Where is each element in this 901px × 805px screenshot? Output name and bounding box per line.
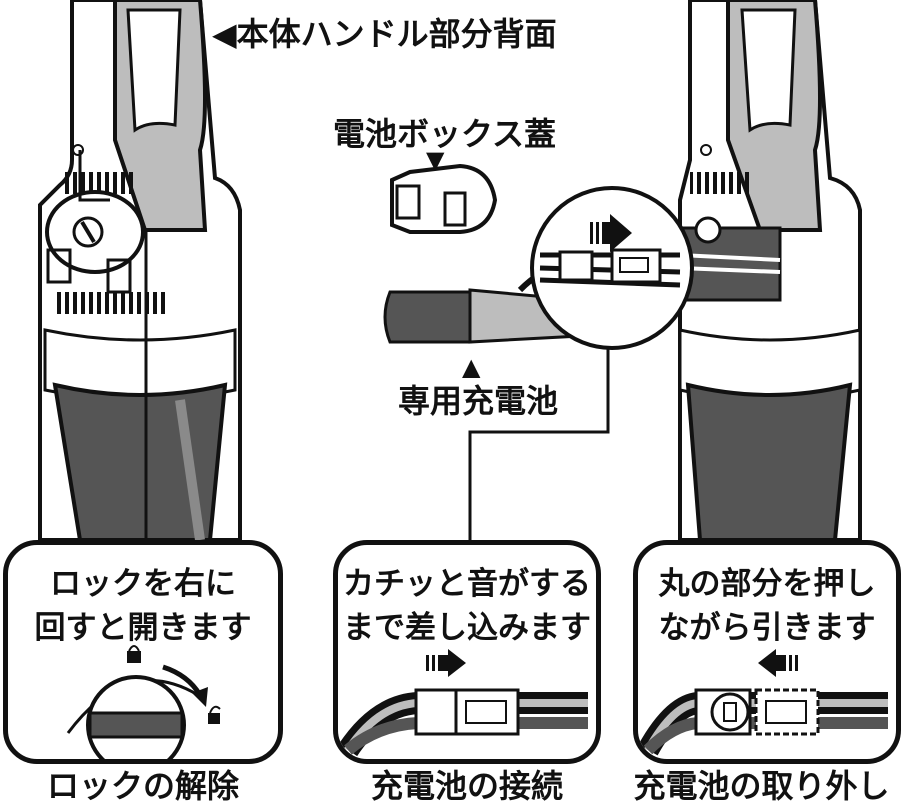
remove-arrow-icon [758,649,798,677]
panel-battery-connect: カチッと音がする まで差し込みます [333,540,601,764]
leader-lines [468,348,610,545]
lock-open-icon [208,705,221,724]
battery-cover-arrow: ▼ [426,146,445,174]
panel-lock-release: ロックを右に 回すと開きます [3,540,283,764]
lock-closed-icon [127,645,141,663]
battery-cover-label: 電池ボックス蓋 [333,115,557,153]
panel-text-line: まで差し込みます [343,610,591,646]
battery-label: 専用充電池 [398,382,559,420]
caption-battery-remove: 充電池の取り外し [633,767,890,805]
insert-arrow-icon [590,214,632,252]
panel-text-line: ながら引きます [658,610,876,646]
caption-lock-release: ロックの解除 [46,767,239,805]
battery-cover-illustration [390,163,498,234]
panel-battery-remove: 丸の部分を押し ながら引きます [633,540,901,764]
panel-text-line: カチッと音がする [343,566,591,602]
vacuum-right [678,0,862,542]
battery-arrow: ▲ [462,353,481,381]
panel-text-line: 回すと開きます [34,610,252,646]
handle-back-label: ◀本体ハンドル部分背面 [212,15,557,53]
lock-dial-illustration [66,645,221,759]
vacuum-left [38,0,242,545]
panel-text-line: 丸の部分を押し [658,566,876,602]
panel-text-line: ロックを右に [50,566,236,602]
insert-arrow-icon [426,649,466,677]
caption-battery-connect: 充電池の接続 [370,767,563,805]
connector-zoom-circle [530,186,694,350]
connector-remove-illustration [638,649,888,756]
connector-insert-illustration [338,649,588,757]
